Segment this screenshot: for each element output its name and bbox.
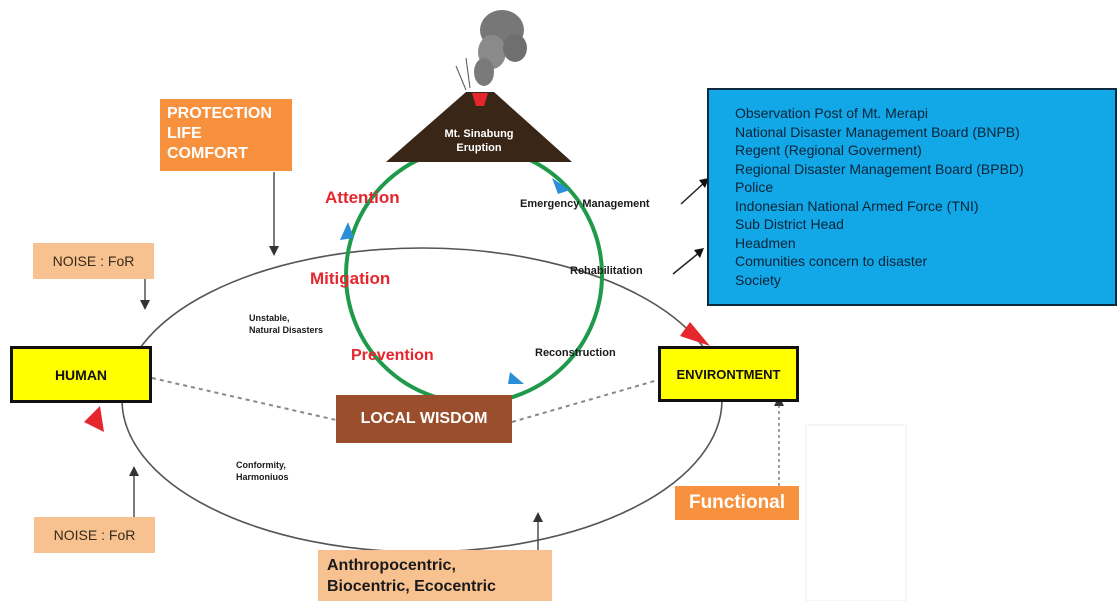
volcano-title: Mt. Sinabung Eruption: [426, 127, 532, 155]
arrow-noise-top: [140, 300, 150, 310]
ethics-line2: Biocentric, Ecocentric: [327, 577, 496, 595]
unstable-line2: Natural Disasters: [249, 325, 324, 335]
actor-item: Observation Post of Mt. Merapi: [735, 105, 928, 121]
unstable-label: Unstable, Natural Disasters: [249, 312, 323, 336]
volcano-title-line2: Eruption: [456, 142, 502, 154]
prevention-label: Prevention: [351, 347, 434, 364]
arrow-to-environment: [680, 322, 710, 346]
conformity-line1: Conformity,: [236, 460, 286, 470]
frame-box: [805, 424, 907, 601]
actor-item: Headmen: [735, 234, 796, 251]
lava-icon: [472, 93, 488, 106]
actor-item: National Disaster Management Board (BNPB…: [735, 123, 1020, 140]
actor-item: Sub District Head: [735, 216, 844, 232]
actor-item: Comunities concern to disaster: [735, 253, 928, 269]
mitigation-label: Mitigation: [310, 269, 391, 288]
ethics-line1: Anthropocentric,: [327, 556, 456, 574]
volcano-icon: [386, 92, 572, 162]
rehabilitation-label: Rehabilitation: [570, 265, 643, 277]
protection-life-comfort-box: PROTECTION LIFE COMFORT: [160, 99, 292, 171]
conformity-line2: Harmoniuos: [236, 472, 289, 482]
volcano-title-line1: Mt. Sinabung: [444, 128, 514, 140]
life-text: LIFE: [167, 125, 202, 142]
noise-top-box: NOISE : FoR: [33, 243, 154, 279]
cycle-arrow-reconstruction: [508, 372, 524, 384]
reconstruction-label: Reconstruction: [535, 347, 616, 359]
noise-bottom-box: NOISE : FoR: [34, 517, 155, 553]
actor-item: Regional Disaster Management Board (BPBD…: [735, 160, 1024, 177]
actor-item: Regent (Regional Goverment): [735, 142, 922, 158]
arrow-emergency-panel: [699, 178, 709, 188]
local-wisdom-box: LOCAL WISDOM: [336, 395, 512, 443]
unstable-line1: Unstable,: [249, 313, 290, 323]
actors-panel: Observation Post of Mt. Merapi National …: [707, 88, 1117, 306]
cycle-arrow-attention: [340, 222, 354, 240]
arrow-rehabilitation-panel: [694, 248, 704, 258]
emergency-label: Emergency Management: [520, 198, 650, 210]
environment-box: ENVIRONTMENT: [658, 346, 799, 402]
human-box: HUMAN: [10, 346, 152, 403]
protection-text: PROTECTION: [167, 105, 272, 122]
conformity-label: Conformity, Harmoniuos: [236, 459, 289, 483]
actor-item: Indonesian National Armed Force (TNI): [735, 197, 979, 214]
cycle-arrow-emergency: [552, 178, 570, 194]
functional-box: Functional: [675, 486, 799, 520]
smoke-plume: [455, 10, 527, 91]
arrow-noise-bottom: [129, 466, 139, 476]
arrow-ethics: [533, 512, 543, 522]
actor-item: Police: [735, 179, 774, 195]
comfort-text: COMFORT: [167, 145, 248, 162]
actor-item: Society: [735, 271, 781, 288]
ethics-box: Anthropocentric, Biocentric, Ecocentric: [318, 550, 552, 601]
arrow-protection: [269, 246, 279, 256]
arrow-to-human: [84, 406, 104, 432]
attention-label: Attention: [325, 188, 400, 207]
